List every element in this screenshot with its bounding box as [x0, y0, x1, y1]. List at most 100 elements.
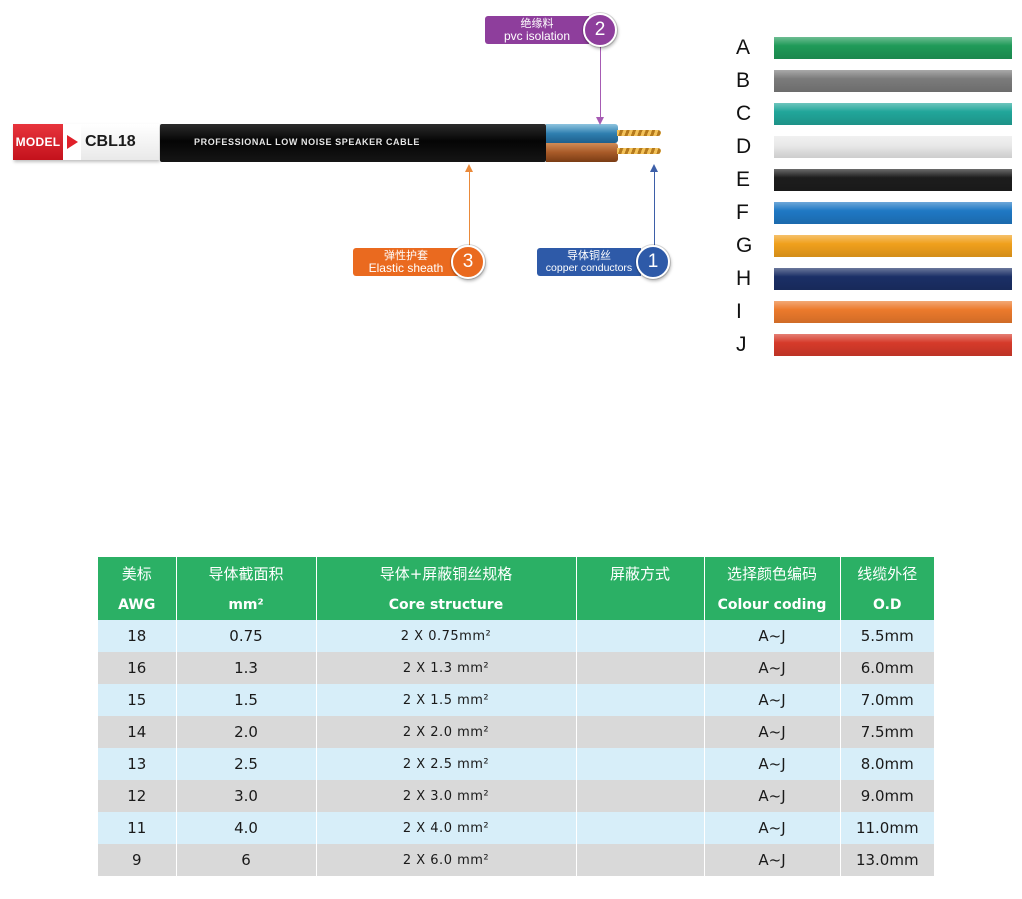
- swatch-letter: I: [736, 300, 742, 323]
- cell-area: 6: [176, 844, 317, 876]
- header-area-cn: 导体截面积: [176, 557, 317, 589]
- cell-area: 4.0: [176, 812, 317, 844]
- swatch-bar: [774, 202, 1012, 224]
- table-row: 13 2.5 2 X 2.5 mm² A~J 8.0mm: [98, 748, 934, 780]
- table-row: 18 0.75 2 X 0.75mm² A~J 5.5mm: [98, 620, 934, 652]
- swatch-letter: D: [736, 135, 752, 158]
- header-awg-en: AWG: [98, 589, 177, 620]
- cell-shield: [576, 620, 705, 652]
- cell-shield: [576, 684, 705, 716]
- header-area-en: mm²: [176, 589, 317, 620]
- cell-area: 1.5: [176, 684, 317, 716]
- cell-od: 11.0mm: [840, 812, 934, 844]
- cell-awg: 13: [98, 748, 177, 780]
- cell-core: 2 X 0.75mm²: [316, 620, 577, 652]
- cell-core: 2 X 4.0 mm²: [316, 812, 577, 844]
- model-name: CBL18: [81, 124, 159, 160]
- cell-core: 2 X 1.5 mm²: [316, 684, 577, 716]
- cell-colour: A~J: [704, 620, 841, 652]
- cell-colour: A~J: [704, 844, 841, 876]
- callout-1-en: copper conductors: [545, 262, 633, 274]
- header-core-en: Core structure: [316, 589, 577, 620]
- callout-2-arrow-icon: [596, 117, 604, 125]
- swatch-bar: [774, 235, 1012, 257]
- cell-awg: 16: [98, 652, 177, 684]
- copper-wire-top: [617, 130, 661, 136]
- cell-core: 2 X 3.0 mm²: [316, 780, 577, 812]
- swatch-letter: H: [736, 267, 752, 290]
- callout-1-line: [654, 172, 655, 248]
- cell-awg: 15: [98, 684, 177, 716]
- cell-area: 2.5: [176, 748, 317, 780]
- swatch-bar: [774, 70, 1012, 92]
- copper-wire-bottom: [617, 148, 661, 154]
- header-awg-cn: 美标: [98, 557, 177, 589]
- callout-3-number: 3: [451, 245, 485, 279]
- model-label: MODEL: [13, 124, 63, 160]
- cell-area: 3.0: [176, 780, 317, 812]
- callout-2-number: 2: [583, 13, 617, 47]
- cell-colour: A~J: [704, 812, 841, 844]
- callout-3-tag: 弹性护套 Elastic sheath: [353, 248, 459, 276]
- callout-3-en: Elastic sheath: [368, 261, 444, 275]
- cell-od: 5.5mm: [840, 620, 934, 652]
- cell-od: 6.0mm: [840, 652, 934, 684]
- swatch-letter: A: [736, 36, 751, 59]
- table-row: 12 3.0 2 X 3.0 mm² A~J 9.0mm: [98, 780, 934, 812]
- callout-2-en: pvc isolation: [503, 29, 571, 43]
- cell-awg: 14: [98, 716, 177, 748]
- table-row: 14 2.0 2 X 2.0 mm² A~J 7.5mm: [98, 716, 934, 748]
- swatch-bar: [774, 301, 1012, 323]
- table-header-cn: 美标 导体截面积 导体+屏蔽铜丝规格 屏蔽方式 选择颜色编码 线缆外径: [98, 557, 934, 589]
- swatch-letter: J: [736, 333, 747, 356]
- callout-2-cn: 绝缘料: [520, 18, 554, 30]
- cell-colour: A~J: [704, 748, 841, 780]
- cell-awg: 11: [98, 812, 177, 844]
- cell-colour: A~J: [704, 652, 841, 684]
- cell-core: 2 X 1.3 mm²: [316, 652, 577, 684]
- cell-shield: [576, 652, 705, 684]
- callout-3-cn: 弹性护套: [384, 250, 428, 262]
- table-header-en: AWG mm² Core structure Colour coding O.D: [98, 589, 934, 620]
- cell-colour: A~J: [704, 780, 841, 812]
- cell-colour: A~J: [704, 716, 841, 748]
- swatch-bar: [774, 334, 1012, 356]
- cell-awg: 18: [98, 620, 177, 652]
- swatch-letter: E: [736, 168, 751, 191]
- cell-awg: 9: [98, 844, 177, 876]
- model-badge: MODEL CBL18: [13, 124, 159, 160]
- swatch-letter: C: [736, 102, 752, 125]
- callout-1-number: 1: [636, 245, 670, 279]
- table-row: 11 4.0 2 X 4.0 mm² A~J 11.0mm: [98, 812, 934, 844]
- cell-shield: [576, 780, 705, 812]
- insulated-core-brown: [546, 143, 618, 162]
- header-core-cn: 导体+屏蔽铜丝规格: [316, 557, 577, 589]
- cell-colour: A~J: [704, 684, 841, 716]
- callout-3-arrow-icon: [465, 164, 473, 172]
- header-od-cn: 线缆外径: [840, 557, 934, 589]
- swatch-bar: [774, 37, 1012, 59]
- callout-3-line: [469, 172, 470, 248]
- table-row: 16 1.3 2 X 1.3 mm² A~J 6.0mm: [98, 652, 934, 684]
- callout-1-arrow-icon: [650, 164, 658, 172]
- table-row: 9 6 2 X 6.0 mm² A~J 13.0mm: [98, 844, 934, 876]
- swatch-letter: G: [736, 234, 753, 257]
- cell-area: 2.0: [176, 716, 317, 748]
- callout-2-tag: 绝缘料 pvc isolation: [485, 16, 589, 44]
- swatch-bar: [774, 103, 1012, 125]
- header-od-en: O.D: [840, 589, 934, 620]
- callout-2-line: [600, 44, 601, 118]
- callout-1-tag: 导体铜丝 copper conductors: [537, 248, 641, 276]
- callout-1-cn: 导体铜丝: [567, 250, 611, 262]
- cell-shield: [576, 748, 705, 780]
- cell-area: 0.75: [176, 620, 317, 652]
- swatch-bar: [774, 169, 1012, 191]
- cell-core: 2 X 6.0 mm²: [316, 844, 577, 876]
- cell-awg: 12: [98, 780, 177, 812]
- cell-od: 7.5mm: [840, 716, 934, 748]
- table-row: 15 1.5 2 X 1.5 mm² A~J 7.0mm: [98, 684, 934, 716]
- model-arrow-icon: [67, 135, 78, 149]
- cell-od: 7.0mm: [840, 684, 934, 716]
- cell-area: 1.3: [176, 652, 317, 684]
- swatch-letter: F: [736, 201, 749, 224]
